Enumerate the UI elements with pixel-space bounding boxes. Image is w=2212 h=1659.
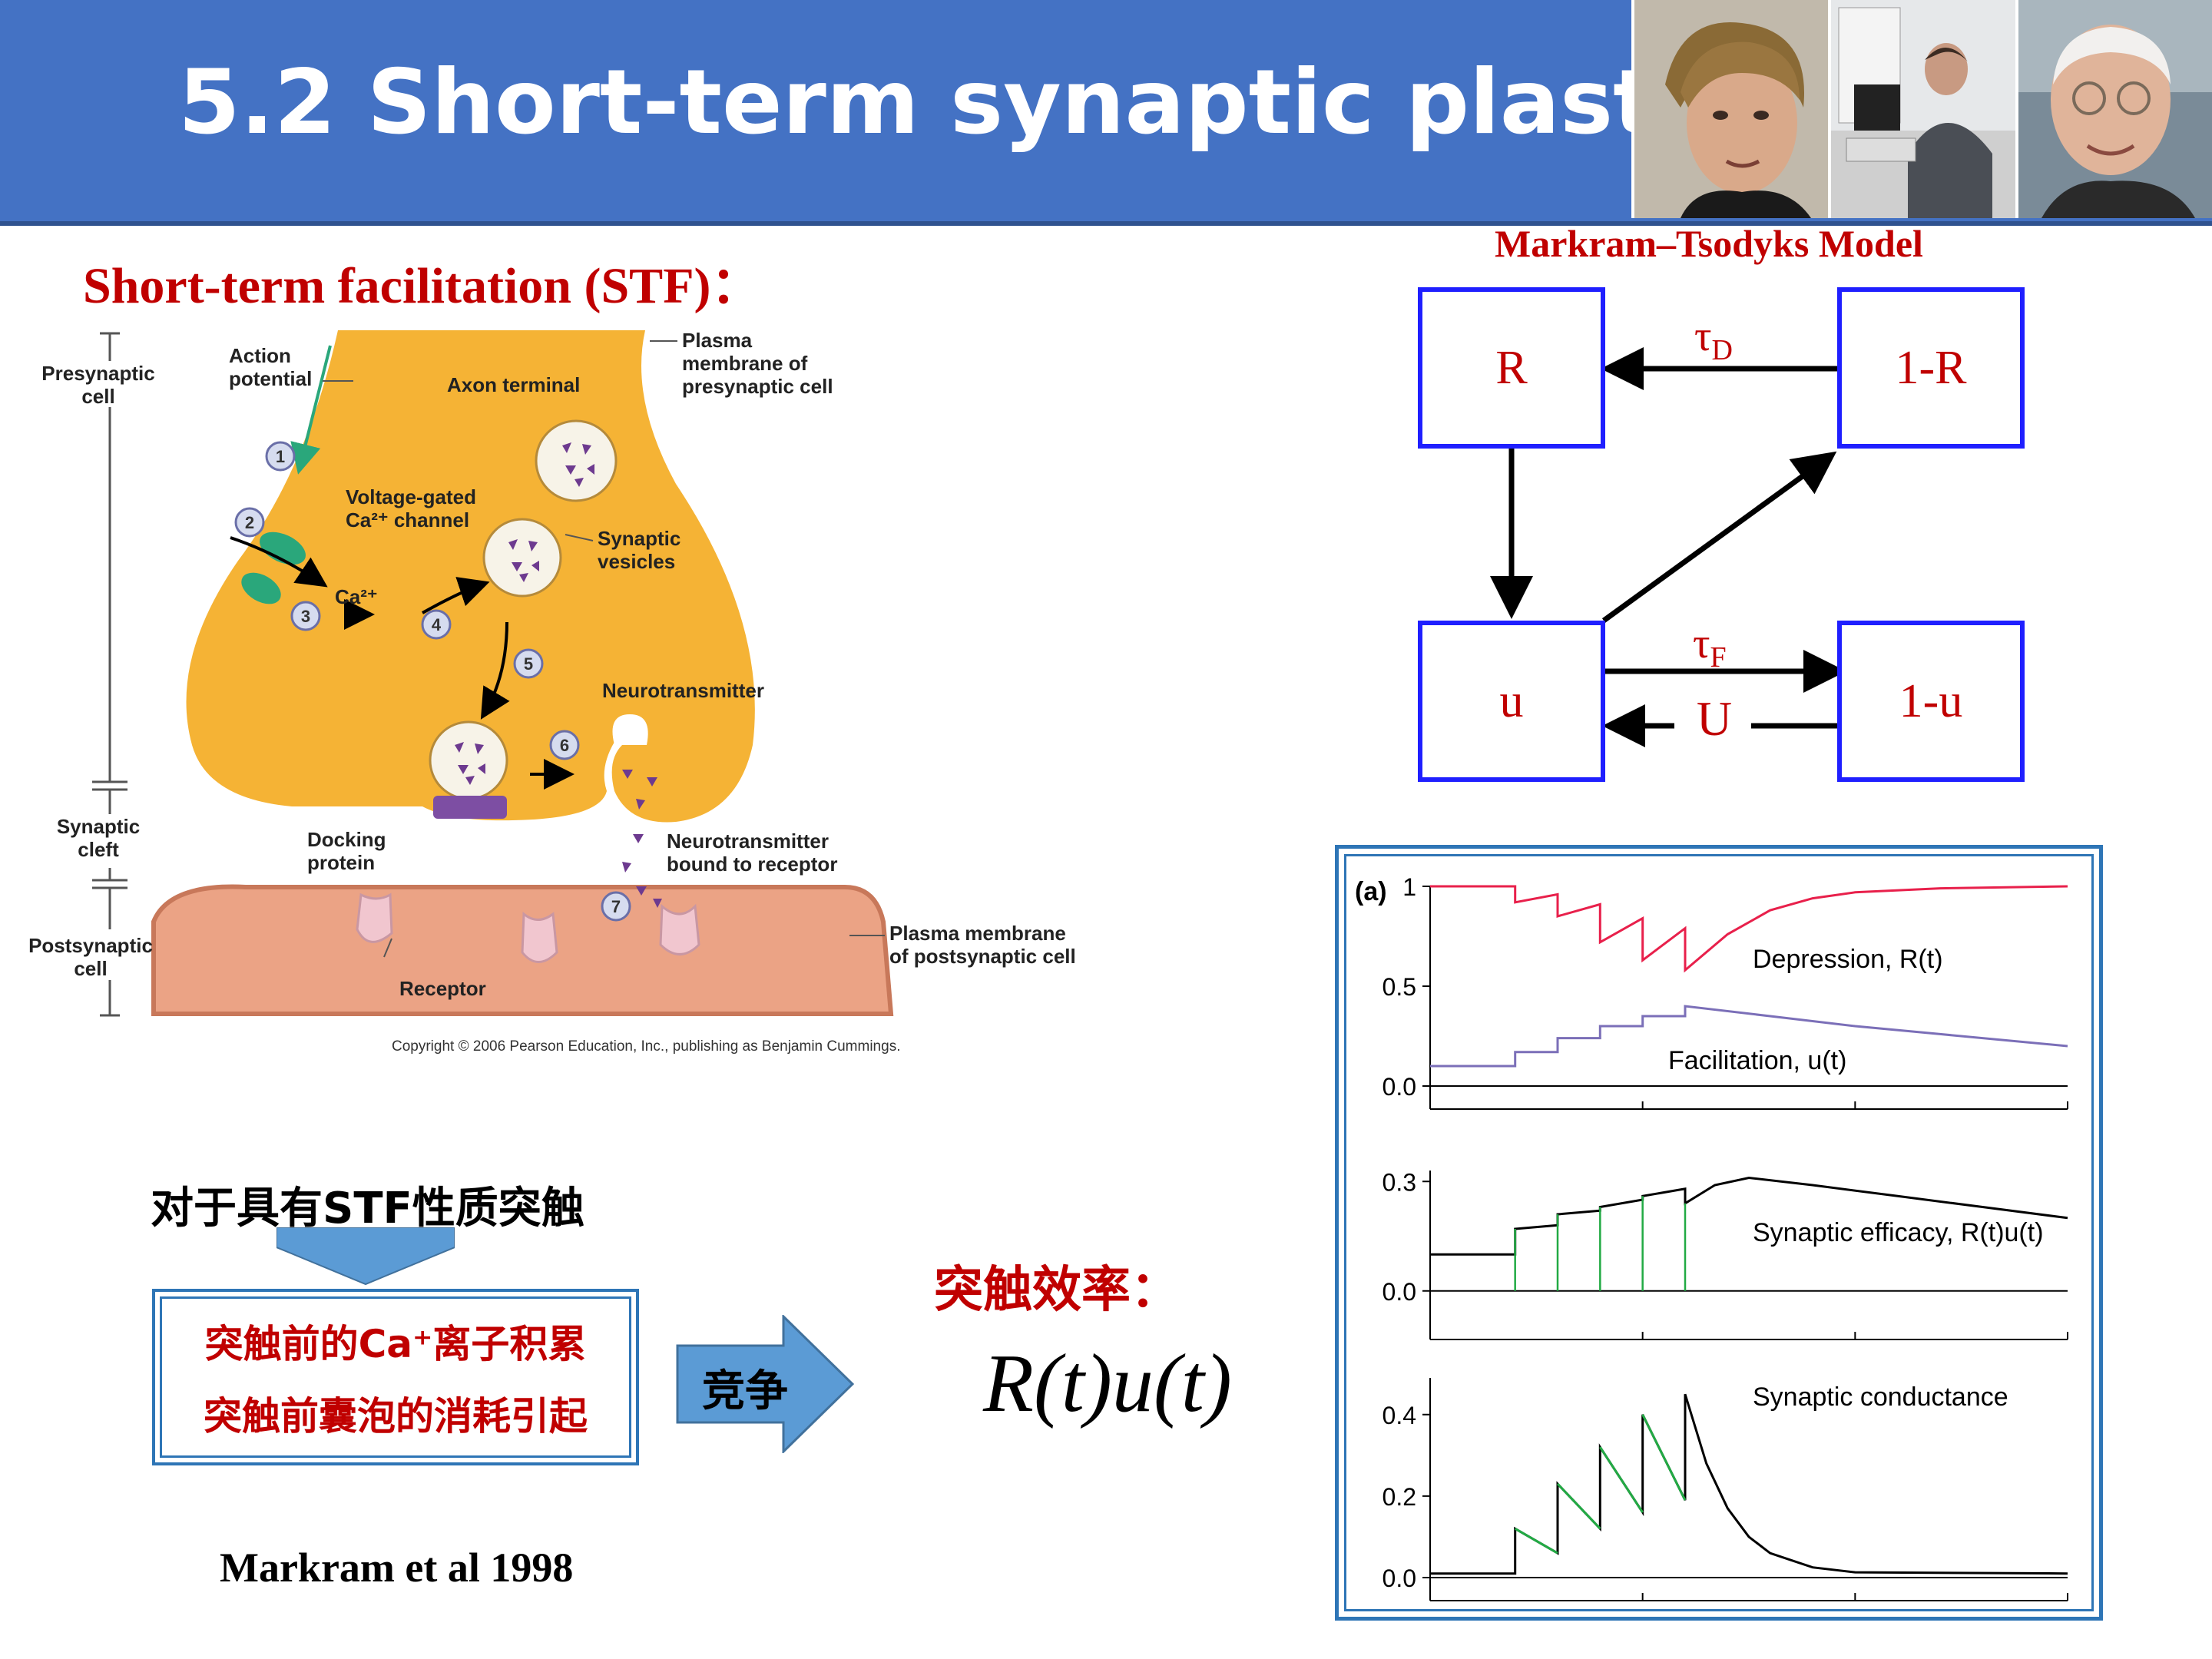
label-cleft-1: Synaptic bbox=[57, 815, 140, 838]
mechanism-line-2: 突触前囊泡的消耗引起 bbox=[204, 1394, 588, 1439]
efficiency-formula: R(t)u(t) bbox=[983, 1338, 1232, 1429]
decay-segment bbox=[1514, 1528, 1558, 1555]
down-arrow-icon bbox=[276, 1227, 455, 1286]
step-1: 1 bbox=[276, 447, 285, 466]
label-plasma-post-1: Plasma membrane bbox=[889, 922, 1066, 945]
box-1-R: 1-R bbox=[1837, 287, 2025, 449]
decay-segment bbox=[1556, 1482, 1601, 1530]
label-plasma-pre-3: presynaptic cell bbox=[682, 375, 833, 398]
series-label: Synaptic efficacy, R(t)u(t) bbox=[1753, 1218, 2044, 1247]
label-vesicles-1: Synaptic bbox=[598, 527, 680, 550]
label-ca: Ca²⁺ bbox=[335, 585, 378, 608]
mechanism-line-1: 突触前的Ca⁺离子积累 bbox=[204, 1322, 587, 1366]
label-plasma-pre-2: membrane of bbox=[682, 352, 808, 375]
y-tick-label: 1 bbox=[1402, 873, 1416, 901]
step-4: 4 bbox=[432, 615, 442, 634]
label-postsynaptic-2: cell bbox=[74, 957, 107, 980]
series-line-0-1 bbox=[1430, 1005, 2068, 1068]
right-arrow-icon bbox=[676, 1315, 854, 1453]
label-nt-bound-2: bound to receptor bbox=[667, 853, 837, 876]
label-action-1: Action bbox=[229, 344, 291, 367]
label-docking-2: protein bbox=[307, 851, 375, 874]
stf-condition-text: 对于具有STF性质突触 bbox=[151, 1184, 584, 1233]
cell-bracket-lines bbox=[92, 332, 127, 1017]
model-arrows bbox=[1490, 347, 1846, 747]
label-presynaptic-1: Presynaptic bbox=[41, 362, 154, 385]
series-label: Depression, R(t) bbox=[1753, 945, 1943, 974]
label-postsynaptic-1: Postsynaptic bbox=[28, 934, 153, 957]
vesicle-contents bbox=[455, 442, 662, 908]
copyright-text: Copyright © 2006 Pearson Education, Inc.… bbox=[392, 1038, 900, 1055]
label-plasma-pre-1: Plasma bbox=[682, 329, 753, 352]
y-tick-label: 0.0 bbox=[1382, 1278, 1416, 1306]
label-action-2: potential bbox=[229, 367, 312, 390]
slide-title: 5.2 Short-term synaptic plasticity bbox=[178, 51, 1870, 154]
compete-label: 竞争 bbox=[702, 1366, 788, 1416]
y-tick-label: 0.0 bbox=[1382, 1565, 1416, 1592]
y-tick-label: 0.0 bbox=[1382, 1073, 1416, 1101]
series-label: Facilitation, u(t) bbox=[1668, 1046, 1846, 1075]
receptors bbox=[356, 892, 700, 963]
dynamics-chart: (a) 1 0.5 0.0 Depression, R(t) Facilitation, … bbox=[1355, 873, 2068, 1601]
label-axon-terminal: Axon terminal bbox=[447, 373, 580, 396]
step-5: 5 bbox=[524, 654, 533, 674]
step-6: 6 bbox=[560, 736, 569, 755]
label-vgc-2: Ca²⁺ channel bbox=[346, 508, 469, 531]
label-docking-1: Docking bbox=[307, 828, 386, 851]
series-line-2-0 bbox=[1430, 1393, 2068, 1575]
stf-heading: Short-term facilitation (STF)： bbox=[83, 258, 762, 314]
tau-F-label: τF bbox=[1693, 620, 1727, 674]
y-tick-label: 0.5 bbox=[1382, 973, 1416, 1001]
series-label: Synaptic conductance bbox=[1753, 1382, 2008, 1412]
label-plasma-post-2: of postsynaptic cell bbox=[889, 945, 1076, 968]
tau-D-label: τD bbox=[1694, 313, 1733, 367]
step-3: 3 bbox=[301, 607, 310, 626]
label-neurotransmitter: Neurotransmitter bbox=[602, 679, 764, 702]
figure-frame bbox=[1335, 845, 2103, 1621]
ca-channels bbox=[241, 531, 306, 604]
synapse-diagram: 1 2 3 4 5 6 7 Presynaptic cell Synaptic … bbox=[28, 329, 1076, 1055]
step-7: 7 bbox=[611, 897, 621, 916]
efficiency-label: 突触效率： bbox=[934, 1262, 1180, 1319]
decay-segment bbox=[1641, 1414, 1687, 1501]
y-tick-label: 0.2 bbox=[1382, 1483, 1416, 1511]
box-1-u: 1-u bbox=[1837, 621, 2025, 782]
label-receptor: Receptor bbox=[399, 977, 486, 1000]
label-presynaptic-2: cell bbox=[81, 385, 114, 408]
label-cleft-2: cleft bbox=[78, 838, 119, 861]
label-vgc-1: Voltage-gated bbox=[346, 485, 476, 508]
step-2: 2 bbox=[245, 513, 254, 532]
panel-label: (a) bbox=[1355, 877, 1387, 906]
box-u: u bbox=[1418, 621, 1605, 782]
reference-text: Markram et al 1998 bbox=[220, 1545, 574, 1591]
decay-segment bbox=[1599, 1446, 1644, 1513]
series-line-0-0 bbox=[1430, 885, 2068, 973]
portrait-photo-1 bbox=[1631, 0, 1828, 218]
U-label: U bbox=[1677, 680, 1751, 757]
label-vesicles-2: vesicles bbox=[598, 550, 675, 573]
y-tick-label: 0.4 bbox=[1382, 1402, 1416, 1429]
model-title: Markram–Tsodyks Model bbox=[1495, 222, 1923, 265]
portrait-photo-3 bbox=[2015, 0, 2212, 218]
box-R: R bbox=[1418, 287, 1605, 449]
mechanism-box: 突触前的Ca⁺离子积累 突触前囊泡的消耗引起 bbox=[152, 1289, 639, 1465]
synaptic-vesicle-group bbox=[429, 419, 618, 800]
docking-protein-shape bbox=[433, 796, 507, 819]
step-markers bbox=[234, 441, 631, 922]
label-nt-bound-1: Neurotransmitter bbox=[667, 830, 829, 853]
y-tick-label: 0.3 bbox=[1382, 1168, 1416, 1196]
portrait-photo-2 bbox=[1828, 0, 2015, 218]
